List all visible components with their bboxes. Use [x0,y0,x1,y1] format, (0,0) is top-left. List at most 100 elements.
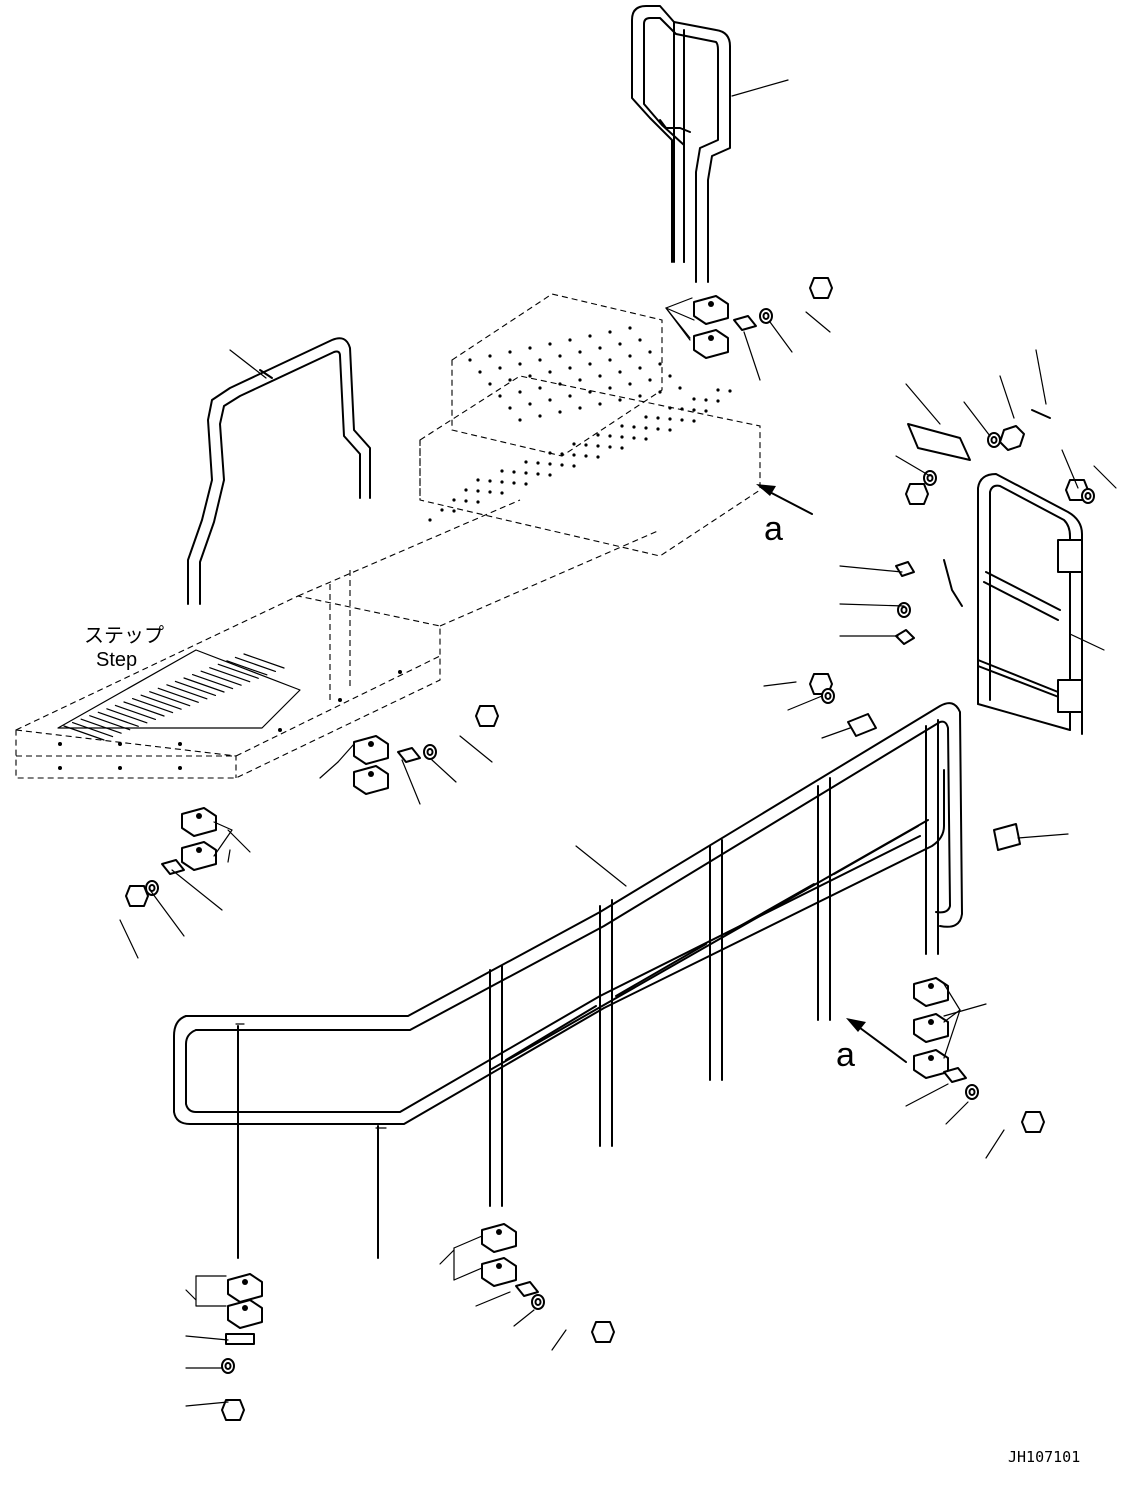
leader-line [401,759,421,805]
left-handrail [187,337,371,605]
clamp-hole [708,301,714,307]
deck-hole [648,378,652,382]
clamp-block [227,1273,263,1303]
deck-hole [680,407,684,411]
deck-hole [596,444,600,448]
washer-hole [990,436,998,444]
view-arrow-bottom [846,1018,907,1063]
deck-hole [508,406,512,410]
deck-hole [518,418,522,422]
deck-hole [548,398,552,402]
leader-line [905,1083,949,1107]
walkway-deck [15,293,761,779]
grating-bar [123,701,165,717]
washer-hole [426,748,434,756]
bracket-plate [993,823,1021,851]
leader-line [731,79,789,97]
deck-hole [704,409,708,413]
leader-bracket [943,1009,961,1059]
clamp-block [481,1223,517,1253]
deck-hole [620,424,624,428]
deck-hole [478,370,482,374]
grating-bar [226,660,268,676]
deck-hole [598,374,602,378]
grating-bar [140,694,182,710]
leader-line [119,919,139,959]
grating-bar [131,697,174,714]
deck-hole [398,670,402,674]
grating-bar [157,687,199,703]
deck-hole [598,402,602,406]
deck-hole [644,426,648,430]
clamp-block [353,765,389,795]
deck-hole [588,390,592,394]
shim-plate [733,315,757,331]
deck-hole [568,366,572,370]
clamp-hole [196,847,202,853]
step-label-en: Step [96,649,137,671]
deck-hole [644,437,648,441]
deck-hole [452,509,456,513]
deck-hole [584,454,588,458]
clip [895,629,915,645]
deck-hole [568,394,572,398]
bolt-head [1021,1111,1045,1133]
grating-bar [234,656,277,673]
grating-bar [191,673,234,690]
grating-bar [243,653,285,669]
leader-line [821,727,851,739]
leader-line [575,845,627,887]
clamp-block [913,1013,949,1043]
leader-line [431,759,457,783]
clamp-hole [928,1019,934,1025]
deck-hole [488,382,492,386]
bolt-head [905,483,929,505]
deck-hole [524,460,528,464]
leader-line [963,401,991,437]
bolt-head [591,1321,615,1343]
leader-line [787,695,823,711]
leader-line [743,331,761,381]
deck-hole [628,382,632,386]
clamp-hole [196,813,202,819]
deck-hole [692,419,696,423]
deck-hole [524,482,528,486]
deck-hole [638,338,642,342]
leader-line [337,743,355,763]
grating-bar [97,711,139,727]
deck-hole [548,342,552,346]
shim-plate [943,1067,967,1083]
deck-hole [608,434,612,438]
leader-line [227,849,231,863]
deck-hole [548,473,552,477]
grating-bar [200,670,242,686]
leader-bracket [665,307,691,341]
nut [999,425,1025,451]
leader-line [1093,465,1117,489]
deck-hole [498,394,502,398]
deck-hole [658,362,662,366]
deck-hole [680,418,684,422]
deck-hole [488,479,492,483]
deck-hole [538,386,542,390]
drawing-number: JH107101 [1008,1448,1080,1466]
deck-hole [578,378,582,382]
deck-hole [638,394,642,398]
deck-hole [488,490,492,494]
grating-bar [63,725,105,741]
deck-hole [476,500,480,504]
hardware-parts [96,277,1095,1421]
deck-hole [572,442,576,446]
leader-bracket [213,821,233,831]
deck-hole [668,417,672,421]
leader-line [665,307,695,321]
grating-bar [80,718,122,734]
grating-bar [149,691,191,707]
leader-line [945,1101,969,1125]
deck-hole [178,742,182,746]
clamp-hole [368,771,374,777]
leader-line [1017,833,1069,839]
grating-bar [114,704,157,721]
deck-hole [596,433,600,437]
leader-line [895,455,931,477]
